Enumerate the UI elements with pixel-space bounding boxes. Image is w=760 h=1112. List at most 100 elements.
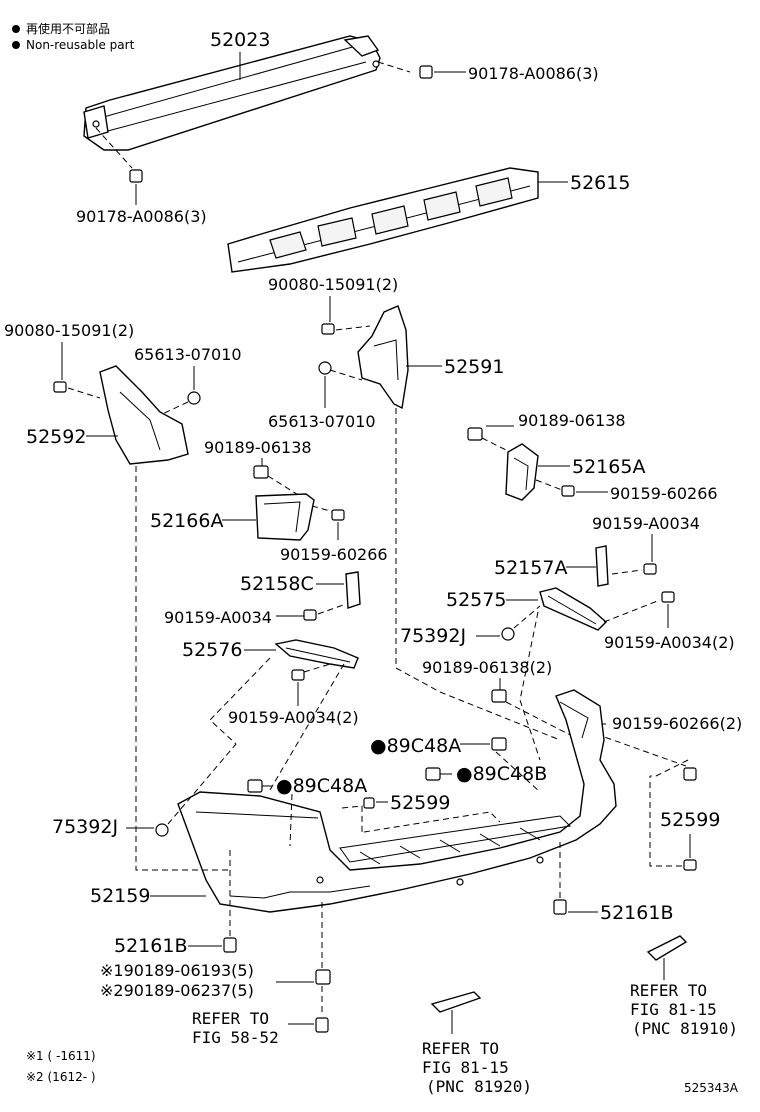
refer-81910-line3: (PNC 81910) <box>632 1019 738 1038</box>
label-52592: 52592 <box>26 426 86 448</box>
label-90159-A0034-2-right: 90159-A0034(2) <box>604 633 735 652</box>
legend-line-english: Non-reusable part <box>26 38 135 52</box>
label-90189-left: 90189-06138 <box>204 438 312 457</box>
bolt-90080-left-icon <box>53 381 67 393</box>
clip-90189-left-icon <box>253 465 269 479</box>
refer-58-52-line1: REFER TO <box>192 1009 269 1028</box>
dashline-52592-to-bumper <box>135 466 230 871</box>
legend-bullet-icon <box>12 25 20 33</box>
dashline-90080-left <box>67 387 101 399</box>
screw-90159-A0034-2-left-icon <box>291 669 305 681</box>
label-89C48A-right: ●89C48A <box>370 735 461 757</box>
clip-89C48A-left-icon <box>247 779 263 793</box>
label-90080-mid: 90080-15091(2) <box>268 275 398 294</box>
dashline-52591-to-bumper <box>395 408 561 741</box>
part-52592-bracket-drawing <box>99 365 189 465</box>
screw-90159-60266-left-icon <box>331 509 345 521</box>
dashline-52599-mid <box>341 805 363 834</box>
dashline-90189-06138-2 <box>505 701 581 741</box>
screw-90159-A0034-right-icon <box>643 563 657 575</box>
label-52165A: 52165A <box>572 456 645 478</box>
dashline-90159-A0034-2-right <box>603 599 661 623</box>
screw-90159-A0034-left-icon <box>303 609 317 621</box>
label-65613-mid: 65613-07010 <box>268 412 376 431</box>
label-52599-mid: 52599 <box>390 792 450 814</box>
label-90189-06193: ※190189-06193(5) <box>100 961 254 980</box>
clip-52599-mid-icon <box>363 797 375 809</box>
clip-75392J-right-icon <box>501 627 515 641</box>
dashline-52576-to-89C48A <box>269 663 345 791</box>
label-90159-A0034-left: 90159-A0034 <box>164 608 272 627</box>
clip-89C48A-right-icon <box>491 737 507 751</box>
part-52615-absorber-drawing <box>227 167 539 273</box>
dashline-90159-A0034-2-left <box>303 663 331 673</box>
label-90159-A0034-2-left: 90159-A0034(2) <box>228 708 359 727</box>
label-75392J-left: 75392J <box>52 816 118 838</box>
dashline-89C48A-left <box>289 793 293 847</box>
legend-bullet-icon <box>12 41 20 49</box>
clip-75392J-left-icon <box>155 823 169 837</box>
label-65613-left: 65613-07010 <box>134 345 242 364</box>
dashline-90159-A0034-left <box>317 603 347 615</box>
part-52576-retainer-drawing <box>274 639 359 669</box>
footnote-2: ※2 (1612- ) <box>26 1070 96 1084</box>
dashline-90159-60266-right <box>535 479 563 491</box>
clip-refer-58-52-icon <box>315 1017 329 1033</box>
dashline-90159-A0034-right <box>611 569 643 575</box>
clip-52599-right-icon <box>683 859 697 871</box>
bolt-90080-mid-icon <box>321 323 335 335</box>
label-89C48B: ●89C48B <box>456 763 547 785</box>
clip-52161B-left-icon <box>223 937 237 953</box>
nut-90178-top-drawing <box>377 61 466 79</box>
dashline-75392J-right <box>513 605 541 629</box>
label-90189-right: 90189-06138 <box>518 411 626 430</box>
nut-90178-left-drawing <box>95 127 143 205</box>
refer-81910-line2: FIG 81-15 <box>630 1000 717 1019</box>
clip-90189-right-icon <box>467 427 483 441</box>
dashline-89C48B <box>363 811 501 833</box>
dashline-75392J-left <box>167 743 237 825</box>
label-90159-60266-2: 90159-60266(2) <box>612 714 742 733</box>
part-52166A-retainer-drawing <box>255 493 315 541</box>
label-52158C: 52158C <box>240 573 314 595</box>
part-52165A-retainer-drawing <box>505 443 539 501</box>
reflector-81920-drawing <box>430 991 482 1013</box>
label-90159-A0034-right: 90159-A0034 <box>592 514 700 533</box>
label-52576: 52576 <box>182 639 242 661</box>
nut-65613-left-icon <box>187 391 201 405</box>
dashline-65613-left <box>157 401 189 417</box>
label-52575: 52575 <box>446 589 506 611</box>
legend: 再使用不可部品 Non-reusable part <box>12 21 135 52</box>
label-90159-60266-left: 90159-60266 <box>280 545 388 564</box>
dashline-52575-to-bumper <box>519 611 541 761</box>
label-90189-06237: ※290189-06237(5) <box>100 981 254 1000</box>
dashline-90159-60266-2b <box>650 759 689 777</box>
refer-81910-line1: REFER TO <box>630 981 707 1000</box>
dashline-90159-60266-2 <box>595 733 687 767</box>
label-52615: 52615 <box>570 172 630 194</box>
footnote-1: ※1 ( -1611) <box>26 1049 96 1063</box>
reflector-81910-drawing <box>646 935 688 961</box>
dashline-52599-right <box>649 776 682 867</box>
label-52023: 52023 <box>210 29 270 51</box>
label-89C48A-left: ●89C48A <box>276 775 367 797</box>
legend-line-japanese: 再使用不可部品 <box>26 21 110 36</box>
nut-65613-mid-icon <box>318 361 332 375</box>
label-52166A: 52166A <box>150 510 223 532</box>
part-52157A-spacer-drawing <box>595 545 609 587</box>
dashline-65613-mid <box>329 369 363 381</box>
label-52161B-left: 52161B <box>114 935 187 957</box>
label-90159-60266-right: 90159-60266 <box>610 484 718 503</box>
clip-90189-06193-icon <box>315 969 331 985</box>
refer-81920-line1: REFER TO <box>422 1039 499 1058</box>
part-52159-bumper-cover-drawing <box>177 689 617 913</box>
screw-90159-A0034-2-right-icon <box>661 591 675 603</box>
dashline-90080-mid <box>335 325 371 331</box>
clip-89C48B-icon <box>425 767 441 781</box>
screw-90159-60266-right-icon <box>561 485 575 497</box>
label-52161B-right: 52161B <box>600 902 673 924</box>
part-52023-reinforcement-drawing <box>83 35 381 151</box>
refer-58-52-line2: FIG 58-52 <box>192 1028 279 1047</box>
label-75392J-right: 75392J <box>400 625 466 647</box>
